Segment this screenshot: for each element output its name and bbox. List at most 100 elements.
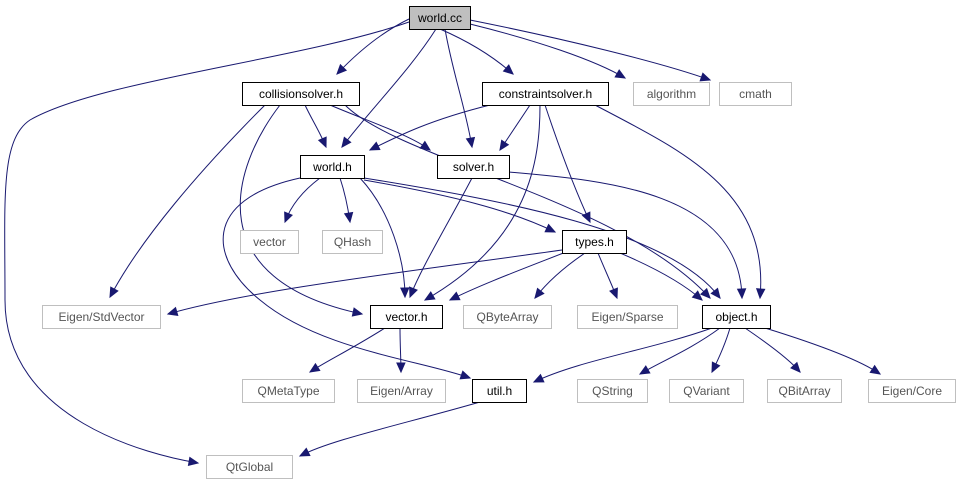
arrowhead-types_h-to-eigen_sparse xyxy=(609,287,618,300)
node-box xyxy=(322,230,383,254)
node-label: QMetaType xyxy=(257,384,319,398)
node-label: QtGlobal xyxy=(226,460,273,474)
arrowhead-constraintsolver_h-to-object_h xyxy=(755,288,766,300)
node-label: QVariant xyxy=(683,384,730,398)
arrowhead-world_cc-to-cmath xyxy=(699,72,712,82)
edge-types_h-to-qbytearray xyxy=(534,252,586,299)
arrowhead-world_cc-to-constraintsolver_h xyxy=(502,64,514,75)
node-object_h[interactable]: object.h xyxy=(702,305,771,329)
node-box xyxy=(206,455,293,479)
edge-util_h-to-qtglobal xyxy=(299,401,481,457)
node-box xyxy=(577,305,678,329)
node-box xyxy=(242,82,360,106)
edge-constraintsolver_h-to-vector_h xyxy=(424,104,541,301)
node-box xyxy=(370,305,443,329)
edge-world_h-to-util_h xyxy=(222,177,471,379)
node-label: QString xyxy=(592,384,633,398)
node-label: world.h xyxy=(312,160,352,174)
node-types_h[interactable]: types.h xyxy=(562,230,627,254)
edge-object_h-to-eigen_core xyxy=(764,327,881,375)
node-util_h[interactable]: util.h xyxy=(472,379,527,403)
node-label: vector.h xyxy=(385,310,427,324)
arrowhead-object_h-to-qvariant xyxy=(711,361,721,374)
arrowhead-collisionsolver_h-to-object_h xyxy=(700,287,711,299)
arrowhead-vector_h-to-eigen_array xyxy=(396,362,406,374)
node-box xyxy=(357,379,446,403)
edge-solver_h-to-object_h xyxy=(508,171,743,299)
edge-constraintsolver_h-to-types_h xyxy=(544,104,591,223)
edge-world_cc-to-cmath xyxy=(469,19,711,81)
node-qbitarray: QBitArray xyxy=(767,379,842,403)
edge-world_h-to-vector_h xyxy=(359,177,406,298)
node-label: util.h xyxy=(487,384,512,398)
node-algorithm: algorithm xyxy=(633,82,710,106)
node-label: constraintsolver.h xyxy=(499,87,592,101)
node-collisionsolver_h[interactable]: collisionsolver.h xyxy=(242,82,360,106)
arrowhead-world_h-to-qhash xyxy=(343,211,354,224)
arrowhead-constraintsolver_h-to-solver_h xyxy=(499,139,510,152)
node-qmetatype: QMetaType xyxy=(242,379,335,403)
node-vector_h[interactable]: vector.h xyxy=(370,305,443,329)
arrowhead-util_h-to-qtglobal xyxy=(298,447,311,457)
edge-world_cc-to-qtglobal xyxy=(4,21,410,464)
arrowhead-collisionsolver_h-to-solver_h xyxy=(419,140,432,151)
edge-world_cc-to-collisionsolver_h xyxy=(336,18,410,75)
arrowhead-object_h-to-qbitarray xyxy=(790,361,801,373)
node-box xyxy=(240,230,299,254)
node-box xyxy=(409,6,471,30)
arrowhead-world_cc-to-world_h xyxy=(341,136,352,148)
node-box xyxy=(868,379,956,403)
arrowhead-constraintsolver_h-to-types_h xyxy=(581,211,591,224)
node-qvariant: QVariant xyxy=(669,379,744,403)
node-label: Eigen/Sparse xyxy=(591,310,663,324)
edge-types_h-to-vector_h xyxy=(449,251,567,301)
arrowhead-collisionsolver_h-to-eigen_stdvector xyxy=(109,286,119,299)
arrowhead-object_h-to-util_h xyxy=(532,373,545,383)
node-label: collisionsolver.h xyxy=(259,87,343,101)
node-qhash: QHash xyxy=(322,230,383,254)
node-label: Eigen/StdVector xyxy=(58,310,144,324)
node-qstring: QString xyxy=(577,379,648,403)
edge-collisionsolver_h-to-vector_h xyxy=(239,104,363,315)
edge-world_cc-to-constraintsolver_h xyxy=(439,28,514,75)
arrowhead-vector_h-to-qmetatype xyxy=(308,362,321,373)
node-box xyxy=(702,305,771,329)
edge-object_h-to-qstring xyxy=(639,327,721,375)
arrowhead-world_h-to-vector xyxy=(284,211,293,224)
arrowhead-constraintsolver_h-to-world_h xyxy=(368,141,381,151)
node-constraintsolver_h[interactable]: constraintsolver.h xyxy=(482,82,609,106)
edge-collisionsolver_h-to-object_h xyxy=(344,104,711,299)
arrowhead-world_cc-to-qtglobal xyxy=(187,456,200,467)
node-box xyxy=(300,155,365,179)
arrowhead-world_cc-to-collisionsolver_h xyxy=(336,63,348,75)
node-box xyxy=(577,379,648,403)
node-box xyxy=(472,379,527,403)
node-qtglobal: QtGlobal xyxy=(206,455,293,479)
arrowhead-world_h-to-types_h xyxy=(544,223,557,233)
edge-collisionsolver_h-to-eigen_stdvector xyxy=(109,104,266,298)
node-solver_h[interactable]: solver.h xyxy=(437,155,510,179)
node-label: algorithm xyxy=(647,87,696,101)
graph-edges xyxy=(4,18,882,467)
arrowhead-types_h-to-eigen_stdvector xyxy=(166,306,179,316)
node-box xyxy=(669,379,744,403)
node-label: solver.h xyxy=(453,160,494,174)
node-label: QBitArray xyxy=(778,384,830,398)
node-world_h[interactable]: world.h xyxy=(300,155,365,179)
edge-types_h-to-eigen_stdvector xyxy=(167,249,563,315)
arrowhead-collisionsolver_h-to-vector_h xyxy=(351,307,364,317)
node-box xyxy=(42,305,161,329)
arrowhead-types_h-to-vector_h xyxy=(448,291,461,301)
node-label: QHash xyxy=(334,235,371,249)
edge-types_h-to-object_h xyxy=(619,252,703,301)
arrowhead-world_h-to-vector_h xyxy=(400,287,410,299)
arrowhead-types_h-to-qbytearray xyxy=(534,287,545,299)
arrowhead-world_cc-to-algorithm xyxy=(614,69,627,79)
node-box xyxy=(437,155,510,179)
node-label: Eigen/Core xyxy=(882,384,942,398)
edge-world_cc-to-algorithm xyxy=(469,23,626,79)
edge-constraintsolver_h-to-world_h xyxy=(369,104,491,151)
edge-solver_h-to-vector_h xyxy=(409,177,473,298)
